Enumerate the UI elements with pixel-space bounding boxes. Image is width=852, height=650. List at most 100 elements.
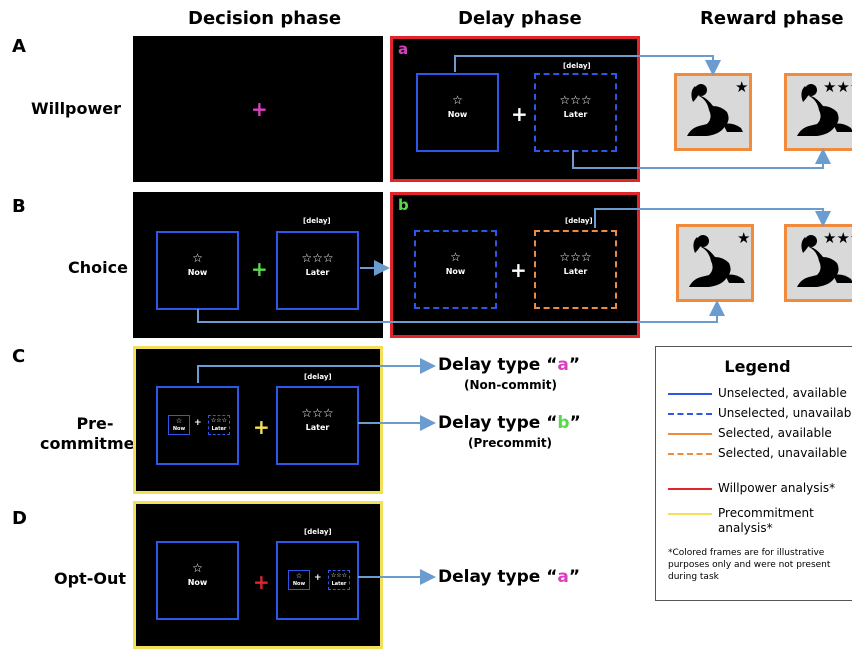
delay-type-letter: a — [557, 567, 569, 587]
legend-label-multiline: Precommitment analysis* — [718, 506, 814, 536]
legend-label: Unselected, available — [718, 386, 847, 400]
row-label-precommitment-line1: Pre- — [76, 414, 114, 433]
delay-type-a-label: Delay type “a” — [438, 355, 580, 375]
delay-type-suffix: ” — [569, 413, 581, 433]
row-label-optout: Opt-Out — [54, 569, 126, 588]
screen-c-decision: ☆ Now + ☆☆☆ Later + [delay] ☆☆☆ Later — [133, 346, 383, 494]
arrow-a-later-to-reward — [572, 148, 831, 169]
one-star-icon: ☆ — [450, 250, 461, 264]
legend-label: Selected, available — [718, 426, 832, 440]
option-now-box: ☆ Now — [414, 230, 497, 309]
legend-swatch-willpower — [668, 488, 712, 490]
option-now-label: Now — [187, 268, 208, 277]
delay-type-prefix: Delay type “ — [438, 567, 558, 587]
legend-swatch-selected-unavailable — [668, 453, 712, 455]
row-letter-d: D — [12, 508, 27, 529]
column-header-delay: Delay phase — [458, 8, 582, 29]
delay-tag: [delay] — [303, 217, 331, 225]
three-stars-icon: ☆☆☆ — [301, 406, 334, 420]
reclining-figure-icon — [687, 84, 743, 136]
legend-footnote-line2: purposes only and were not present — [668, 560, 831, 570]
delay-type-suffix: ” — [568, 567, 581, 587]
legend-swatch-selected-available — [668, 433, 712, 435]
reclining-figure-icon — [689, 235, 745, 287]
screen-b-delay: b ☆ Now + [delay] ☆☆☆ Later — [390, 192, 640, 338]
option-later-label: Later — [331, 581, 347, 587]
option-now-box: ☆ Now + ☆☆☆ Later — [156, 386, 239, 465]
option-later-label: Later — [305, 268, 330, 277]
legend-swatch-unselected-unavailable — [668, 413, 712, 415]
option-now-box: ☆ Now — [156, 541, 239, 620]
arrow-b-delay-to-reward — [594, 208, 831, 228]
screen-a-delay: a ☆ Now + [delay] ☆☆☆ Later — [390, 36, 640, 182]
option-later-label: Later — [211, 426, 227, 432]
one-star-icon: ☆ — [175, 417, 183, 425]
three-stars-icon: ☆☆☆ — [330, 572, 348, 579]
three-stars-icon: ☆☆☆ — [210, 417, 228, 424]
row-label-willpower: Willpower — [30, 99, 122, 118]
delay-type-prefix: Delay type “ — [438, 355, 558, 375]
delay-tag: [delay] — [563, 62, 591, 70]
delay-type-a-label-d: Delay type “a” — [438, 567, 580, 587]
three-stars-icon: ☆☆☆ — [559, 93, 592, 107]
delay-type-b-subtitle: (Precommit) — [468, 436, 553, 450]
row-letter-a: A — [12, 36, 26, 57]
fixation-cross: + — [511, 102, 528, 126]
one-star-icon: ☆ — [192, 251, 203, 265]
legend-box: Legend Unselected, available Unselected,… — [655, 346, 852, 601]
screen-a-decision: + — [133, 36, 383, 182]
one-star-icon: ★ — [737, 229, 751, 247]
option-later-box: ☆☆☆ Later — [534, 73, 617, 152]
legend-footnote-line3: during task — [668, 572, 719, 582]
delay-type-letter: a — [557, 355, 569, 375]
delay-type-suffix: ” — [568, 355, 581, 375]
legend-label-line1: Precommitment — [718, 506, 814, 520]
fixation-cross: + — [314, 573, 322, 583]
fixation-cross: + — [253, 570, 270, 594]
delay-type-a-subtitle: (Non-commit) — [464, 378, 557, 392]
option-later-box: ☆☆☆ Later — [276, 386, 359, 465]
delay-type-b-label: Delay type “b” — [438, 413, 581, 433]
option-now-label: Now — [445, 267, 466, 276]
arrow-c-now-to-delay-a — [197, 358, 436, 383]
three-stars-icon: ★★★ — [823, 229, 852, 247]
three-stars-icon: ☆☆☆ — [559, 250, 592, 264]
option-now-label: Now — [172, 426, 186, 432]
legend-footnote: *Colored frames are for illustrative pur… — [668, 547, 830, 583]
option-later-label: Later — [563, 267, 588, 276]
one-star-icon: ☆ — [452, 93, 463, 107]
delay-tag: [delay] — [304, 373, 332, 381]
option-later-box-selected: ☆☆☆ Later — [534, 230, 617, 309]
mini-now-box: ☆ Now — [288, 570, 310, 590]
option-now-label: Now — [187, 578, 208, 587]
mini-later-box: ☆☆☆ Later — [208, 415, 230, 435]
option-later-label: Later — [305, 423, 330, 432]
legend-title: Legend — [724, 357, 791, 376]
legend-label: Willpower analysis* — [718, 481, 836, 495]
one-star-icon: ★ — [735, 78, 749, 96]
fixation-cross: + — [253, 415, 270, 439]
legend-label: Selected, unavailable — [718, 446, 848, 460]
delay-type-letter: b — [557, 413, 570, 433]
screen-d-decision: ☆ Now + [delay] ☆ Now + ☆☆☆ Later — [133, 501, 383, 649]
option-now-label: Now — [447, 110, 468, 119]
reclining-figure-icon — [797, 235, 852, 287]
fixation-cross: + — [251, 97, 268, 121]
legend-label-line2: analysis* — [718, 521, 773, 535]
delay-type-prefix: Delay type “ — [438, 413, 558, 433]
row-label-choice: Choice — [68, 258, 128, 277]
delay-tag: [delay] — [304, 528, 332, 536]
screen-b-decision: ☆ Now + [delay] ☆☆☆ Later — [133, 192, 383, 338]
three-stars-icon: ☆☆☆ — [301, 251, 334, 265]
one-star-icon: ☆ — [192, 561, 203, 575]
arrow-a-now-to-reward — [454, 55, 721, 76]
option-now-box: ☆ Now — [416, 73, 499, 152]
fixation-cross: + — [251, 257, 268, 281]
legend-label: Unselected, unavailable — [718, 406, 852, 420]
row-label-precommitment: Pre- commitment — [40, 414, 154, 454]
three-stars-icon: ★★★ — [823, 78, 852, 96]
fixation-cross: + — [194, 418, 202, 428]
one-star-icon: ☆ — [295, 572, 303, 580]
reward-image-large: ★★★ — [784, 224, 852, 302]
